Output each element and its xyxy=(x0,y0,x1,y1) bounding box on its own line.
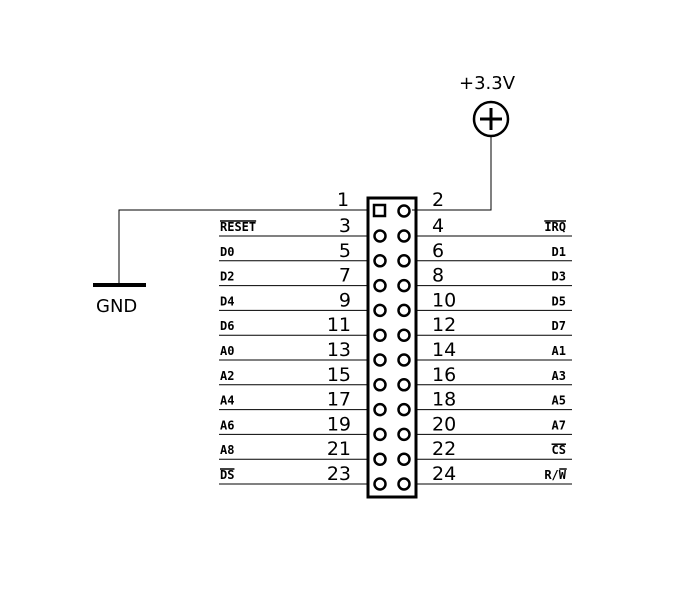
pin-number-16: 16 xyxy=(432,364,456,386)
pin-number-15: 15 xyxy=(327,364,351,386)
pin-number-9: 9 xyxy=(339,289,351,311)
pin-15-circle xyxy=(373,378,387,392)
pin-number-12: 12 xyxy=(432,314,456,336)
signal-label-pin-23: DS xyxy=(220,468,234,482)
pin-3-circle xyxy=(373,229,387,243)
pin-number-6: 6 xyxy=(432,240,444,262)
signal-label-pin-6: D1 xyxy=(552,245,566,259)
pin-number-14: 14 xyxy=(432,339,456,361)
signal-label-pin-3: RESET xyxy=(220,220,256,234)
pin-23-circle xyxy=(373,477,387,491)
pin-17-circle xyxy=(373,402,387,417)
pin-number-18: 18 xyxy=(432,389,456,411)
pin-number-20: 20 xyxy=(432,413,456,435)
power-label: +3.3V xyxy=(459,73,516,94)
ground-wire xyxy=(118,209,368,284)
pin-16-circle xyxy=(397,378,411,392)
pin-number-19: 19 xyxy=(327,413,351,435)
signal-label-pin-11: D6 xyxy=(220,319,234,333)
signal-label-pin-15: A2 xyxy=(220,369,234,383)
signal-label-pin-17: A4 xyxy=(220,394,234,408)
signal-label-pin-22: CS xyxy=(552,443,566,457)
pin-7-circle xyxy=(373,278,387,293)
pin-number-17: 17 xyxy=(327,389,351,411)
pin-number-13: 13 xyxy=(327,339,351,361)
signal-label-pin-24: R/W xyxy=(544,468,566,482)
signal-label-pin-16: A3 xyxy=(552,369,566,383)
pin-number-2: 2 xyxy=(432,189,444,211)
pin-number-7: 7 xyxy=(339,265,351,287)
signal-label-pin-14: A1 xyxy=(552,344,566,358)
connector-body xyxy=(366,196,418,499)
pin-5-circle xyxy=(373,254,387,268)
pin-9-circle xyxy=(373,303,387,318)
pin-number-21: 21 xyxy=(327,438,351,460)
power-wire xyxy=(412,136,492,211)
pin-24-circle xyxy=(397,477,411,491)
pin-10-circle xyxy=(397,303,411,318)
signal-label-pin-7: D2 xyxy=(220,270,234,284)
signal-label-pin-8: D3 xyxy=(552,270,566,284)
signal-label-pin-18: A5 xyxy=(552,394,566,408)
pin-number-11: 11 xyxy=(327,314,351,336)
pin-number-5: 5 xyxy=(339,240,351,262)
pin-1-square xyxy=(372,203,387,218)
power-symbol-icon xyxy=(472,100,510,138)
pin-number-1: 1 xyxy=(337,189,349,211)
pin-4-circle xyxy=(397,229,411,243)
pin-14-circle xyxy=(397,353,411,367)
signal-label-pin-19: A6 xyxy=(220,418,234,432)
pin-12-circle xyxy=(397,328,411,342)
pin-2-circle xyxy=(397,204,411,218)
pin-18-circle xyxy=(397,402,411,417)
pin-6-circle xyxy=(397,254,411,268)
signal-label-pin-4: IRQ xyxy=(544,220,566,234)
pin-21-circle xyxy=(373,452,387,466)
pin-number-23: 23 xyxy=(327,463,351,485)
pin-number-8: 8 xyxy=(432,265,444,287)
pin-22-circle xyxy=(397,452,411,466)
pin-number-24: 24 xyxy=(432,463,456,485)
signal-label-pin-10: D5 xyxy=(552,294,566,308)
ground-label: GND xyxy=(96,296,137,317)
pin-19-circle xyxy=(373,427,387,442)
signal-label-pin-12: D7 xyxy=(552,319,566,333)
pin-8-circle xyxy=(397,278,411,293)
pin-number-10: 10 xyxy=(432,289,456,311)
signal-label-pin-20: A7 xyxy=(552,418,566,432)
signal-label-pin-13: A0 xyxy=(220,344,234,358)
pin-number-3: 3 xyxy=(339,215,351,237)
signal-label-pin-5: D0 xyxy=(220,245,234,259)
pin-number-4: 4 xyxy=(432,215,444,237)
pin-rows: 3 4 RESET IRQ 5 6 D0 D1 7 8 D2 D3 9 10 D4 D5 11 12 D6 D7 13 1… xyxy=(219,215,572,491)
pin-11-circle xyxy=(373,328,387,342)
pin-13-circle xyxy=(373,353,387,367)
signal-label-pin-9: D4 xyxy=(220,294,234,308)
signal-label-pin-21: A8 xyxy=(220,443,234,457)
pin-20-circle xyxy=(397,427,411,442)
pin-number-22: 22 xyxy=(432,438,456,460)
